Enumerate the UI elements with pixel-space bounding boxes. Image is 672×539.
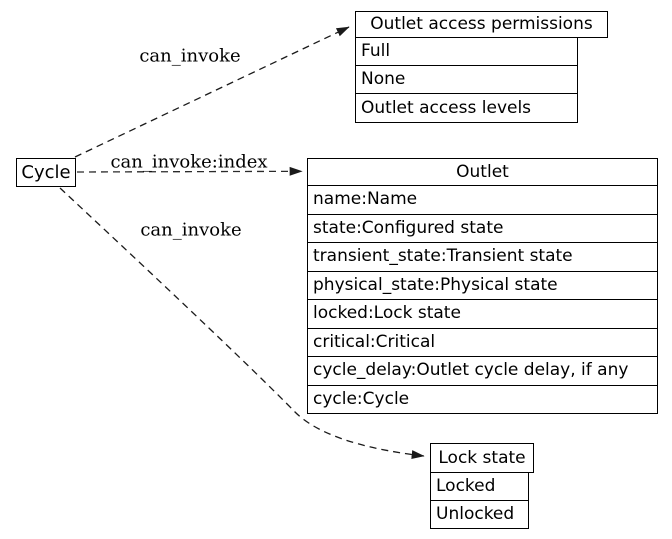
node-row: cycle:Cycle xyxy=(307,384,658,414)
node-row: None xyxy=(355,65,578,94)
node-row: state:Configured state xyxy=(307,213,658,243)
node-row: transient_state:Transient state xyxy=(307,242,658,272)
edge-label-can-invoke-top: can_invoke xyxy=(139,45,241,67)
node-row: critical:Critical xyxy=(307,327,658,357)
node-row: Outlet access levels xyxy=(355,93,578,123)
node-row: Unlocked xyxy=(430,500,529,529)
edge-can-invoke-bottom xyxy=(59,187,425,459)
node-cycle: Cycle xyxy=(16,158,76,187)
node-row: cycle_delay:Outlet cycle delay, if any xyxy=(307,356,658,386)
node-title: Lock state xyxy=(430,443,534,473)
node-row: Full xyxy=(355,37,578,66)
node-cycle-label: Cycle xyxy=(21,162,71,183)
node-row: name:Name xyxy=(307,185,658,215)
node-row: physical_state:Physical state xyxy=(307,270,658,300)
node-lock-state: Lock state Locked Unlocked xyxy=(430,443,534,529)
node-outlet: Outlet name:Name state:Configured state … xyxy=(307,158,658,414)
node-row: locked:Lock state xyxy=(307,299,658,329)
edge-label-can-invoke-index: can_invoke:index xyxy=(110,151,268,173)
node-outlet-access-permissions: Outlet access permissions Full None Outl… xyxy=(355,11,608,123)
node-title: Outlet access permissions xyxy=(355,11,608,38)
edge-can-invoke-index xyxy=(76,166,303,176)
edge-label-can-invoke-bottom: can_invoke xyxy=(140,219,242,241)
node-row: Locked xyxy=(430,472,529,501)
edge-can-invoke-top xyxy=(74,26,350,158)
node-title: Outlet xyxy=(307,158,658,186)
